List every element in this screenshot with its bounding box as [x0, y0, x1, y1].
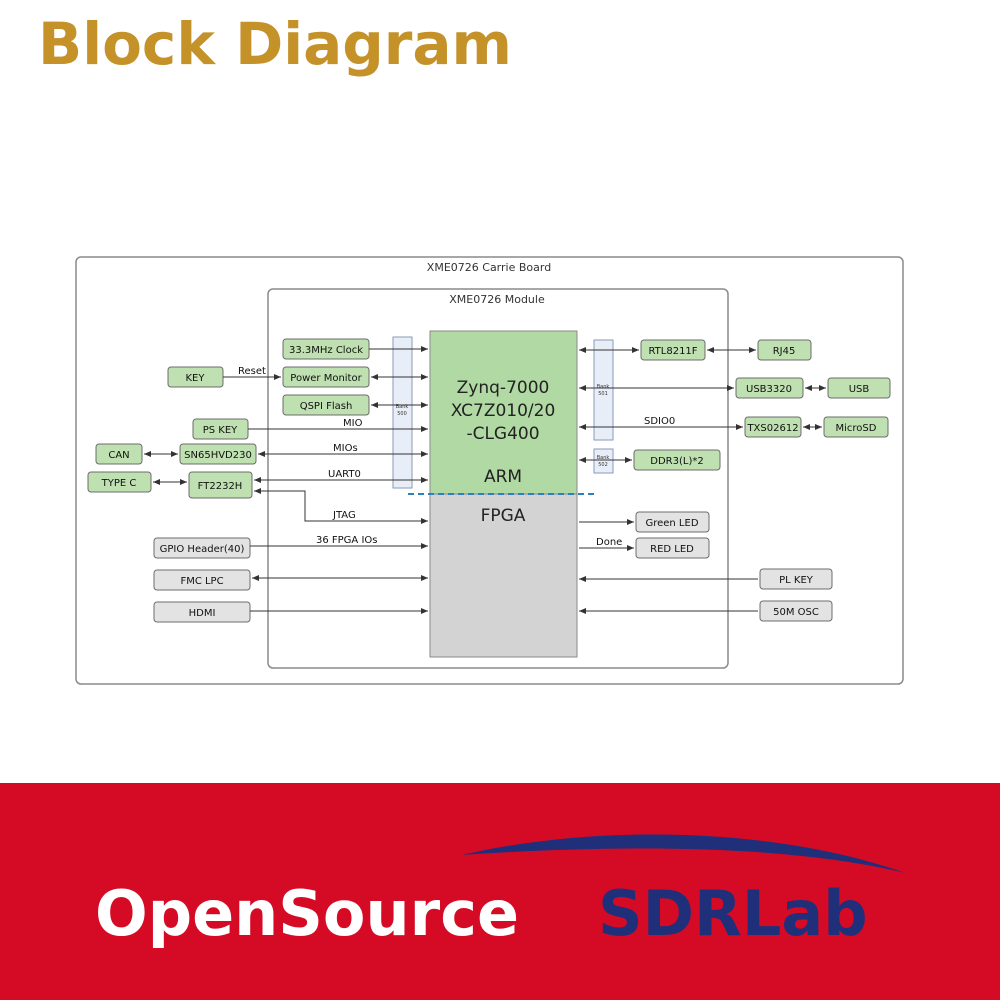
label-reset: Reset [238, 366, 266, 377]
svg-text:PS KEY: PS KEY [203, 425, 238, 436]
block-ft2232h: FT2232H [188, 471, 253, 499]
svg-text:GPIO Header(40): GPIO Header(40) [160, 544, 245, 555]
svg-text:TXS02612: TXS02612 [746, 423, 798, 434]
module-title: XME0726 Module [449, 293, 545, 306]
block-ps-key: PS KEY [192, 418, 249, 440]
label-done: Done [596, 537, 622, 548]
svg-text:50M OSC: 50M OSC [773, 607, 819, 618]
soc-part: XC7Z010/20 [451, 401, 556, 421]
svg-text:CAN: CAN [108, 450, 129, 461]
logo-swoosh [462, 834, 905, 873]
block-pl-key: PL KEY [759, 568, 833, 590]
label-mio: MIO [343, 418, 363, 429]
svg-text:MicroSD: MicroSD [836, 423, 877, 434]
soc-ps-area [429, 330, 578, 495]
svg-text:33.3MHz Clock: 33.3MHz Clock [289, 345, 363, 356]
block-txs02612: TXS02612 [744, 416, 802, 438]
block-power-monitor: Power Monitor [282, 366, 370, 388]
page-title: Block Diagram [38, 10, 512, 78]
arm-label: ARM [484, 467, 522, 487]
svg-text:Green LED: Green LED [645, 518, 698, 529]
block-can: CAN [95, 443, 143, 465]
svg-text:FT2232H: FT2232H [198, 481, 243, 492]
svg-text:RJ45: RJ45 [773, 346, 796, 357]
fpga-label: FPGA [481, 506, 526, 526]
svg-text:HDMI: HDMI [189, 608, 216, 619]
label-mios: MIOs [333, 443, 358, 454]
label-sdio0: SDIO0 [644, 416, 675, 427]
footer-banner [0, 783, 1000, 1000]
label-uart0: UART0 [328, 469, 361, 480]
label-jtag: JTAG [332, 510, 356, 521]
soc-name: Zynq-7000 [457, 378, 550, 398]
svg-text:TYPE C: TYPE C [101, 478, 137, 489]
soc-package: -CLG400 [466, 424, 539, 444]
block-type-c: TYPE C [87, 471, 152, 493]
logo-text-opensource: OpenSource [95, 877, 520, 950]
block-gpio-header: GPIO Header(40) [153, 537, 251, 559]
block-ddr3: DDR3(L)*2 [633, 449, 721, 471]
block-sn65hvd230: SN65HVD230 [179, 443, 257, 465]
block-rtl8211f: RTL8211F [640, 339, 706, 361]
svg-text:FMC LPC: FMC LPC [180, 576, 223, 587]
block-50m-osc: 50M OSC [759, 600, 833, 622]
bank-502 [593, 448, 614, 474]
svg-text:SN65HVD230: SN65HVD230 [184, 450, 252, 461]
block-clock: 33.3MHz Clock [282, 338, 370, 360]
block-key: KEY [167, 366, 224, 388]
block-green-led: Green LED [635, 511, 710, 533]
svg-text:DDR3(L)*2: DDR3(L)*2 [650, 456, 703, 467]
svg-text:Power Monitor: Power Monitor [290, 373, 362, 384]
block-red-led: RED LED [635, 537, 710, 559]
svg-text:USB: USB [849, 384, 870, 395]
connections [144, 346, 826, 614]
svg-text:PL KEY: PL KEY [779, 575, 814, 586]
svg-text:USB3320: USB3320 [746, 384, 792, 395]
block-fmc-lpc: FMC LPC [153, 569, 251, 591]
block-usb3320: USB3320 [735, 377, 804, 399]
label-fpga-ios: 36 FPGA IOs [316, 535, 377, 546]
svg-text:QSPI Flash: QSPI Flash [300, 401, 353, 412]
carrier-board-title: XME0726 Carrie Board [427, 261, 551, 274]
block-usb: USB [827, 377, 891, 399]
svg-text:RTL8211F: RTL8211F [648, 346, 697, 357]
block-microsd: MicroSD [823, 416, 889, 438]
svg-text:KEY: KEY [186, 373, 206, 384]
logo-text-sdrlab: SDRLab [598, 877, 868, 950]
svg-text:RED LED: RED LED [650, 544, 694, 555]
block-qspi-flash: QSPI Flash [282, 394, 370, 416]
block-hdmi: HDMI [153, 601, 251, 623]
bank-501 [593, 339, 614, 441]
block-rj45: RJ45 [757, 339, 812, 361]
soc-pl-area [429, 493, 578, 658]
